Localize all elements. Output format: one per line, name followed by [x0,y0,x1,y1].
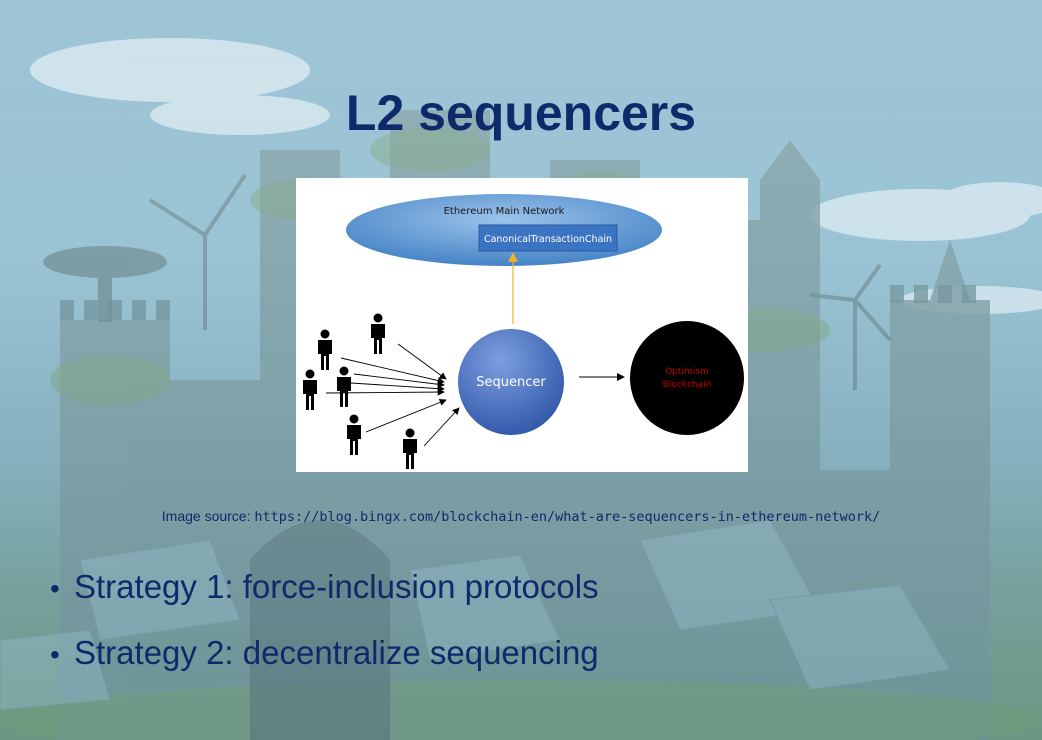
bullet-list: • Strategy 1: force-inclusion protocols •… [50,566,599,698]
bullet-text: Strategy 2: decentralize sequencing [74,634,599,671]
user-arrow [423,407,460,447]
optimism-label-line2: Blockchain [663,380,712,390]
bullet-item: • Strategy 2: decentralize sequencing [50,632,599,698]
source-url-link[interactable]: https://blog.bingx.com/blockchain-en/wha… [254,509,881,525]
user-icon [403,428,417,469]
user-arrow [350,382,445,393]
optimism-circle [630,321,744,435]
user-arrow [340,357,445,385]
canonical-chain-label: CanonicalTransactionChain [484,234,612,245]
ethereum-network-label: Ethereum Main Network [444,206,565,217]
caption-prefix: Image source: [161,508,255,524]
sequencer-label: Sequencer [476,375,546,390]
optimism-label-line1: Optimism [665,367,709,377]
user-arrow [353,373,445,388]
bullet-item: • Strategy 1: force-inclusion protocols [50,566,599,632]
user-icon [318,329,332,370]
user-icon [303,369,317,410]
user-icon [347,414,361,455]
bullet-glyph: • [50,639,60,670]
image-source-caption: Image source: https://blog.bingx.com/blo… [0,508,1042,525]
user-icon [371,313,385,354]
canonical-chain-box [478,224,618,252]
user-arrow [365,398,447,433]
slide-title: L2 sequencers [345,85,697,141]
user-arrow [397,343,447,380]
bullet-text: Strategy 1: force-inclusion protocols [74,568,599,605]
user-icon [337,366,351,407]
diagram-svg: Ethereum Main Network CanonicalTransacti… [303,194,744,469]
sequencer-diagram: Ethereum Main Network CanonicalTransacti… [296,178,748,472]
bullet-glyph: • [50,573,60,604]
sequencer-circle [458,329,564,435]
